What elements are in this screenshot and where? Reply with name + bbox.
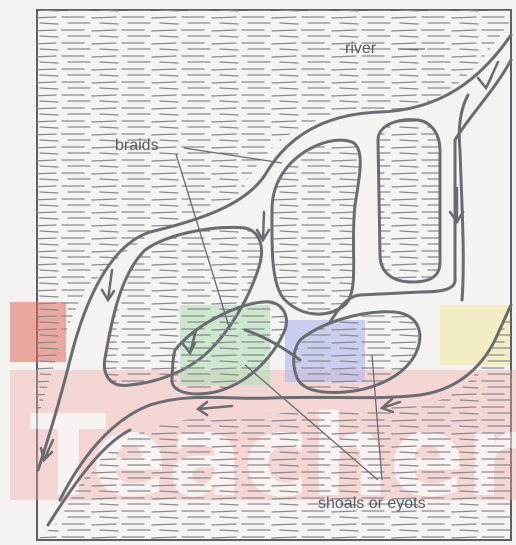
- eyot-1: [378, 120, 440, 282]
- braids-label: braids: [115, 137, 159, 154]
- shoals-label: shoals or eyots: [318, 495, 426, 512]
- river-label: river: [345, 40, 377, 57]
